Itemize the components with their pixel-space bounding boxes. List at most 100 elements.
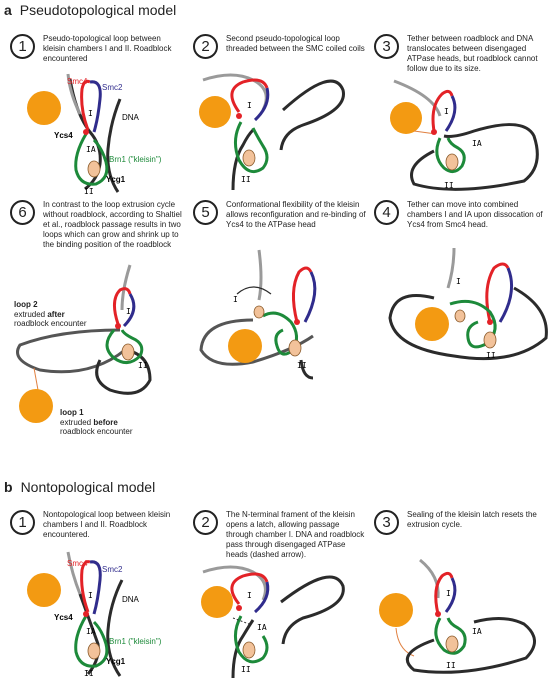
dna-strand-gray — [419, 558, 440, 599]
section-b-title: b Nontopological model — [4, 479, 155, 495]
condensin-diagram: I IA II — [201, 565, 345, 679]
section-a-title-text: Pseudotopological model — [19, 2, 177, 18]
smc4-head — [83, 129, 89, 135]
panel-caption: Tether between roadblock and DNA translo… — [407, 34, 538, 73]
smc4-label: Smc4 — [67, 77, 88, 86]
dna-strand-gray — [66, 551, 82, 595]
smc4-head — [431, 129, 437, 135]
brn1-label: Brn1 ("kleisin") — [109, 637, 162, 646]
panel-a6: 6 In contrast to the loop extrusion cycl… — [10, 200, 185, 440]
smc4-head — [236, 605, 242, 611]
condensin-diagram: I IA II — [390, 79, 539, 191]
panel-caption: Sealing of the kleisin latch resets the … — [407, 510, 537, 529]
panel-caption: Second pseudo-topological loop threaded … — [226, 34, 365, 53]
chamber-I-label: I — [88, 109, 93, 118]
dna-strand — [231, 128, 255, 191]
dna-strand — [299, 359, 314, 380]
chamber-II-label: II — [84, 187, 94, 196]
tether — [395, 627, 415, 657]
smc2-arm — [253, 581, 270, 614]
step-number: 6 — [10, 200, 35, 225]
step-number: 1 — [10, 34, 35, 59]
ycg1-subunit — [242, 641, 256, 659]
dna-strand-right — [106, 98, 122, 193]
smc4-head — [115, 323, 121, 329]
loop1-line1-prefix: extruded — [60, 417, 94, 427]
chamber-I-label: I — [88, 591, 93, 600]
panel-caption: Pseudo-topological loop between kleisin … — [43, 34, 172, 63]
loop1-line2: roadblock encounter — [60, 427, 133, 436]
smc4-label: Smc4 — [67, 559, 88, 568]
roadblock — [379, 593, 413, 627]
condensin-diagram: I IA II Smc4 Smc2 Ycs4 DNA Brn1 ("kleisi… — [27, 551, 162, 678]
chamber-I-label: I — [247, 591, 252, 600]
panel-b1: 1 Nontopological loop between kleisin ch… — [10, 510, 185, 680]
dna-strand-gray — [393, 79, 442, 117]
panel-b2: 2 The N-terminal frament of the kleisin … — [193, 510, 368, 680]
roadblock — [390, 102, 422, 134]
smc2-label: Smc2 — [102, 83, 123, 92]
dna-strand-gray — [202, 565, 267, 601]
smc4-arm — [80, 560, 91, 613]
dna-loop-2 — [16, 328, 126, 374]
kleisin — [74, 133, 109, 186]
step-number: 2 — [193, 510, 218, 535]
chamber-I-label: I — [456, 277, 461, 286]
panel-b3: 3 Sealing of the kleisin latch resets th… — [374, 510, 554, 680]
dna-loop — [280, 575, 345, 645]
ycg1-subunit — [288, 339, 302, 357]
loop2-line1-prefix: extruded — [14, 309, 48, 319]
chamber-II-label: II — [241, 175, 251, 184]
rotation-arrow — [236, 286, 272, 295]
roadblock — [201, 586, 233, 618]
step-number: 4 — [374, 200, 399, 225]
ycg1-label: Ycg1 — [106, 657, 126, 666]
step-number: 5 — [193, 200, 218, 225]
ycs4-subunit — [454, 309, 466, 323]
condensin-diagram: I IA II — [379, 558, 536, 674]
section-b-title-text: Nontopological model — [20, 479, 156, 495]
chamber-I-label: I — [444, 107, 449, 116]
dna-loop — [388, 286, 548, 361]
step-number: 1 — [10, 510, 35, 535]
chamber-II-label: II — [138, 361, 148, 370]
smc4-arm — [113, 287, 132, 325]
chamber-IA-label: IA — [257, 623, 267, 632]
smc4-arm — [434, 571, 454, 615]
smc2-label: Smc2 — [102, 565, 123, 574]
roadblock — [199, 96, 231, 128]
kleisin — [234, 121, 269, 174]
ycg1-subunit — [483, 331, 497, 349]
kleisin — [434, 617, 467, 655]
chamber-II-label: II — [486, 351, 496, 360]
dna-label: DNA — [122, 113, 140, 122]
panel-a2: 2 Second pseudo-topological loop threade… — [193, 34, 368, 194]
dna-loop-1 — [95, 348, 152, 395]
kleisin — [435, 137, 466, 173]
dna-strand-gray — [446, 247, 456, 289]
kleisin — [74, 615, 109, 668]
roadblock — [228, 329, 262, 363]
smc4-head — [83, 611, 89, 617]
loop2-line2: roadblock encounter — [14, 319, 87, 328]
step-number: 3 — [374, 34, 399, 59]
section-a-letter: a — [4, 2, 12, 18]
smc4-head — [236, 113, 242, 119]
panel-caption: The N-terminal frament of the kleisin op… — [226, 510, 365, 559]
kleisin — [105, 329, 144, 364]
ycg1-subunit — [87, 160, 101, 178]
dna-strand-right — [106, 579, 124, 677]
condensin-diagram: I II — [199, 73, 345, 191]
panel-a5: 5 Conformational flexibility of the klei… — [193, 200, 368, 380]
dna-loop — [405, 617, 536, 674]
roadblock — [27, 91, 61, 125]
section-b-letter: b — [4, 479, 13, 495]
chamber-I-label: I — [126, 307, 131, 316]
smc4-arm — [431, 89, 454, 132]
loop2-title: loop 2 — [14, 300, 38, 309]
panel-caption: In contrast to the loop extrusion cycle … — [43, 200, 182, 249]
loop2-label: loop 2 extruded after roadblock encounte… — [14, 300, 87, 329]
ycg1-subunit — [242, 149, 256, 167]
smc4-arm — [485, 262, 510, 323]
dna-strand-gray — [66, 73, 82, 115]
